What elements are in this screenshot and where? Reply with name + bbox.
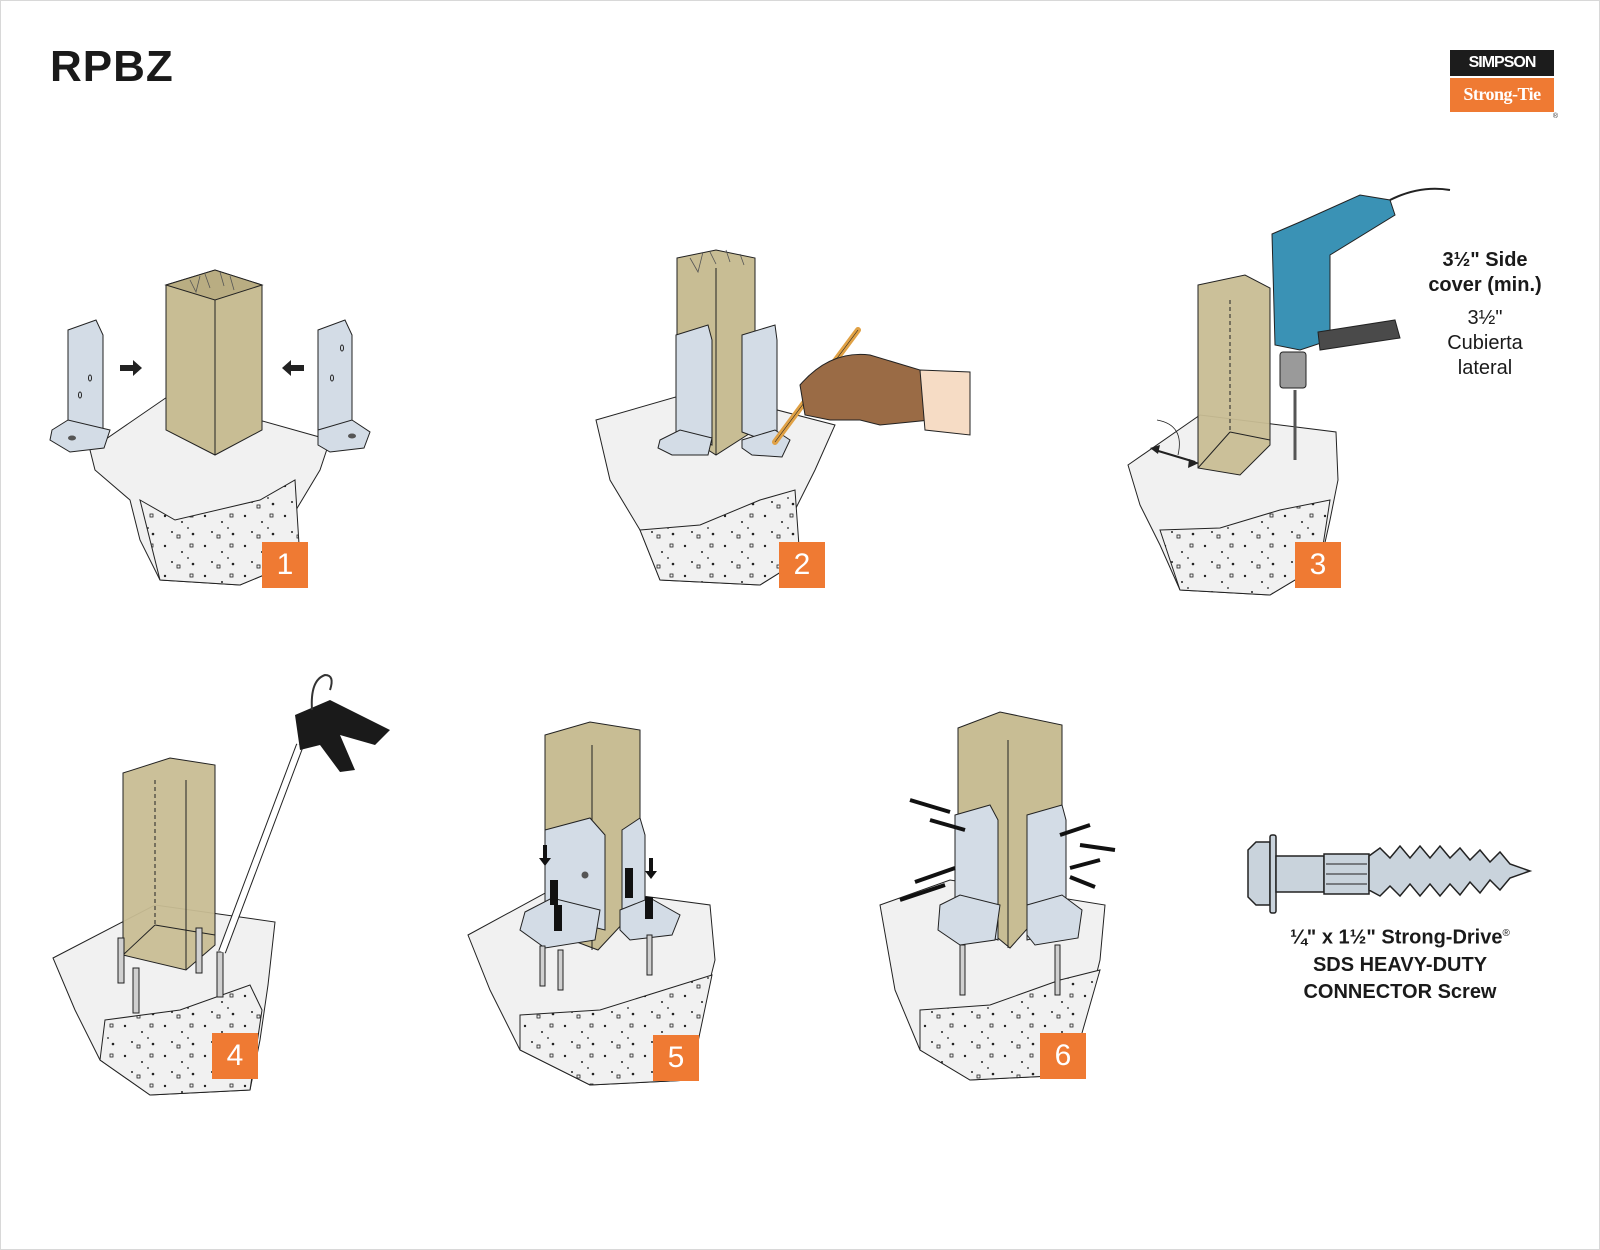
step-badge-6: 6	[1040, 1033, 1086, 1079]
anchor-nut-icons	[539, 845, 657, 991]
arrow-left-icon	[282, 360, 304, 376]
step-3-drawing	[1127, 187, 1451, 596]
sds-screw-drawing	[1247, 834, 1533, 914]
post-base-left	[49, 319, 111, 453]
step-badge-5: 5	[653, 1035, 699, 1081]
wood-post	[164, 269, 264, 456]
side-cover-label-en: 3½" Side cover (min.)	[1410, 248, 1560, 298]
wood-post-outline	[1197, 274, 1271, 476]
post-base-left	[657, 324, 713, 456]
drill-icon	[1271, 187, 1451, 460]
brand-logo-line1: SIMPSON	[1450, 50, 1554, 76]
post-base-right	[1026, 804, 1083, 996]
caulk-gun-icon	[218, 673, 390, 954]
brand-registered-mark: ®	[1552, 113, 1558, 120]
gloved-hand-icon	[799, 353, 971, 436]
screw-head	[1247, 834, 1277, 914]
side-cover-es-line1: 3½"	[1467, 307, 1503, 329]
screw-size-name: ¼" x 1½" Strong-Drive	[1290, 926, 1503, 949]
post-base-left	[937, 804, 1001, 996]
wood-post-outline	[122, 757, 216, 971]
side-cover-en-line2: cover (min.)	[1428, 274, 1542, 296]
screw-caption-line1: ¼" x 1½" Strong-Drive®	[1250, 920, 1550, 952]
screw-registered-mark: ®	[1502, 928, 1510, 939]
concrete-aggregate	[139, 479, 301, 586]
step-2-drawing	[595, 249, 971, 586]
step-1-drawing	[49, 269, 371, 586]
side-cover-label-es: 3½" Cubierta lateral	[1410, 306, 1560, 381]
screw-shank	[1275, 853, 1370, 895]
sds-screw-icons	[899, 798, 1116, 902]
side-cover-en-line1: 3½" Side	[1442, 249, 1528, 271]
arrow-right-icon	[120, 360, 142, 376]
concrete-aggregate	[1159, 499, 1331, 596]
step-badge-1: 1	[262, 542, 308, 588]
side-cover-dimension-arrow	[1150, 419, 1199, 468]
side-cover-es-line2: Cubierta	[1447, 332, 1523, 354]
post-base-right	[317, 319, 371, 453]
concrete-aggregate	[639, 489, 801, 586]
side-cover-es-line3: lateral	[1457, 357, 1513, 379]
screw-caption-line3: CONNECTOR Screw	[1303, 980, 1497, 1003]
screw-caption-line2: SDS HEAVY-DUTY	[1312, 953, 1488, 976]
screw-thread	[1368, 844, 1533, 898]
step-badge-4: 4	[212, 1033, 258, 1079]
step-badge-2: 2	[779, 542, 825, 588]
anchor-rods	[117, 927, 224, 1014]
screw-caption: ¼" x 1½" Strong-Drive® SDS HEAVY-DUTY CO…	[1250, 920, 1550, 1006]
page-title: RPBZ	[50, 42, 174, 91]
brand-logo: SIMPSON Strong-Tie ®	[1450, 50, 1558, 120]
step-badge-3: 3	[1295, 542, 1341, 588]
brand-logo-line2: Strong-Tie	[1450, 78, 1554, 112]
